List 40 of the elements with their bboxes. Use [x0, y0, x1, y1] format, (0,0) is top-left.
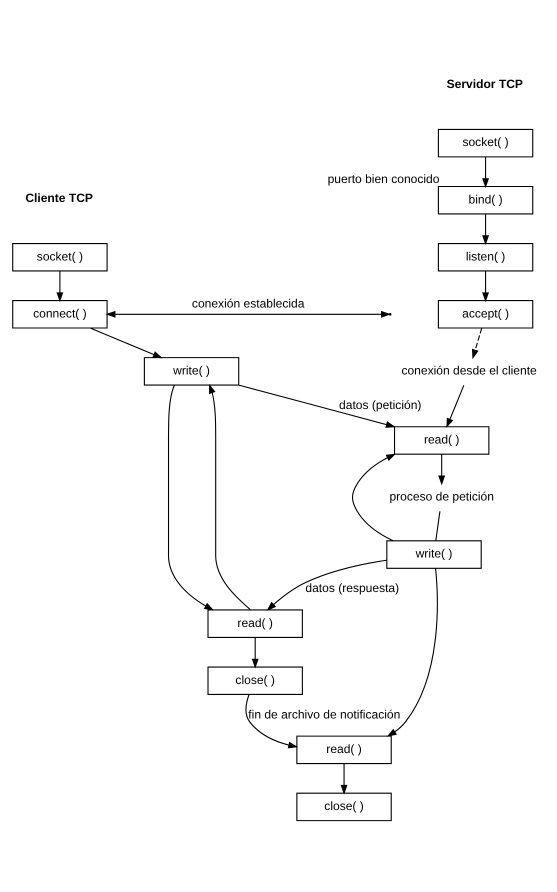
arrow [252, 637, 259, 668]
node-box: socket( ) [438, 128, 534, 157]
node-text: proceso de petición [389, 489, 494, 504]
node-box: close( ) [296, 792, 392, 821]
node-box: write( ) [386, 540, 482, 568]
node-box: read( ) [296, 735, 392, 764]
node-box: connect( ) [12, 300, 108, 328]
edge-label: datos (petición) [339, 397, 422, 412]
node-box: socket( ) [12, 242, 108, 272]
edge-label: fin de archivo de notificación [248, 706, 400, 721]
arrow [90, 327, 163, 358]
arrow [168, 384, 214, 610]
node-box: close( ) [207, 666, 303, 694]
arrow [352, 453, 396, 541]
node-box: listen( ) [438, 242, 534, 272]
arrow [472, 327, 482, 359]
arrow [266, 559, 387, 610]
node-box: bind( ) [438, 185, 534, 214]
edge-label: conexión establecida [192, 296, 304, 310]
node-box: accept( ) [438, 300, 534, 328]
node-box: read( ) [207, 608, 303, 638]
edge-label: datos (respuesta) [305, 580, 400, 595]
arrow [245, 694, 298, 748]
arrow [238, 384, 396, 428]
arrow [340, 763, 348, 794]
arrow [446, 384, 464, 428]
node-text: conexión desde el cliente [401, 362, 537, 377]
connector [435, 510, 440, 540]
arrow [56, 270, 64, 302]
arrow [438, 454, 446, 485]
label: Cliente TCP [25, 190, 93, 205]
node-label: puerto bien conocido [328, 171, 440, 186]
node-box: write( ) [144, 356, 240, 386]
node-box: read( ) [394, 426, 490, 454]
label: Servidor TCP [446, 76, 523, 91]
arrow [209, 383, 251, 610]
arrow [482, 156, 490, 188]
arrow [482, 270, 490, 302]
arrow [386, 568, 438, 736]
arrow [482, 214, 490, 245]
